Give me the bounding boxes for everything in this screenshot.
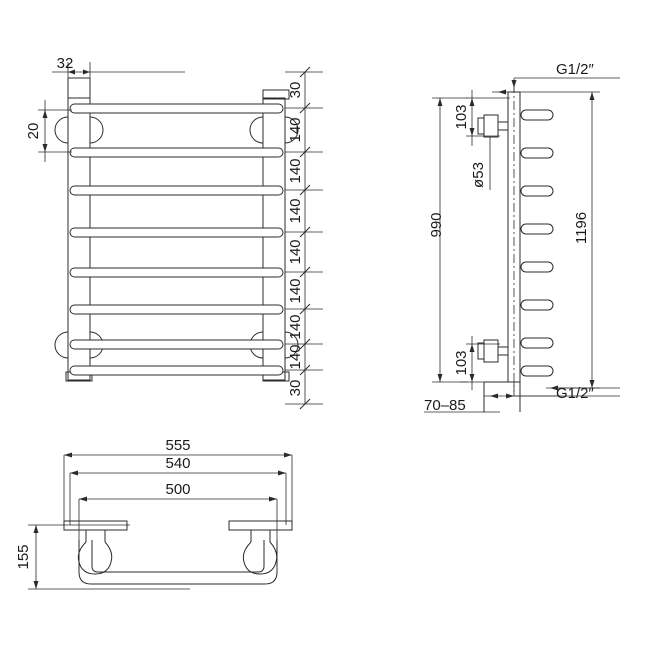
- dim-label-pitch-4: 140: [287, 239, 304, 264]
- side-body-tube: [507, 84, 521, 392]
- dim-label-pitch-5: 140: [287, 278, 304, 303]
- dim-valve-offset-top: [466, 90, 510, 146]
- dim-label-540: 540: [165, 455, 190, 472]
- dim-label-20: 20: [25, 123, 42, 140]
- dim-bracket-span-540: [69, 470, 287, 525]
- label-thread-top: G1/2″: [556, 61, 595, 78]
- dim-depth-70-85: [424, 393, 560, 413]
- dim-rail-span-500: [78, 496, 278, 545]
- front-dim-chain: [285, 66, 323, 410]
- side-rails-group: [520, 109, 554, 377]
- dim-label-990: 990: [428, 212, 445, 237]
- dim-label-pitch-2: 140: [287, 158, 304, 183]
- dim-overall-width-555: [63, 452, 293, 525]
- dim-label-70-85: 70–85: [424, 397, 466, 414]
- dim-bracket-width-32: [52, 62, 185, 80]
- dim-label-1196: 1196: [573, 212, 590, 244]
- front-elevation-view: 32 20: [25, 55, 323, 410]
- side-valve-bottom: [477, 339, 508, 363]
- plan-rail-outline: [78, 540, 278, 585]
- dim-label-pitch-6: 140: [287, 314, 304, 339]
- dim-overall-height-1196: [556, 91, 600, 389]
- leader-thread-top: [492, 77, 620, 95]
- side-elevation-view: G1/2″ G1/2″ 103: [424, 61, 620, 414]
- dim-label-500: 500: [165, 481, 190, 498]
- plan-view: 555 540 500: [15, 437, 293, 590]
- dim-label-pitch-3: 140: [287, 198, 304, 223]
- dim-label-32: 32: [57, 55, 74, 72]
- dim-top-offset-20: [38, 100, 72, 162]
- dim-label-103-bottom: 103: [453, 350, 470, 375]
- dim-label-diameter-53: ø53: [470, 162, 487, 188]
- side-valve-top: [477, 114, 508, 138]
- dim-valve-offset-bottom: [460, 336, 510, 390]
- label-thread-bottom: G1/2″: [556, 385, 595, 402]
- dim-label-bottom-30: 30: [287, 380, 304, 397]
- dim-plan-depth-155: [28, 524, 190, 590]
- plan-right-bracket: [228, 520, 293, 575]
- plan-left-bracket: [63, 520, 128, 575]
- front-rails-group: [69, 103, 284, 376]
- dim-label-pitch-7: 140: [287, 344, 304, 369]
- dim-label-pitch-1: 140: [287, 117, 304, 142]
- dim-center-height-990: [432, 97, 468, 383]
- dim-label-155: 155: [15, 544, 32, 569]
- dim-label-103-top: 103: [453, 104, 470, 129]
- dim-label-555: 555: [165, 437, 190, 454]
- side-bottom-pipe: [483, 381, 521, 412]
- dim-label-top-30: 30: [287, 82, 304, 99]
